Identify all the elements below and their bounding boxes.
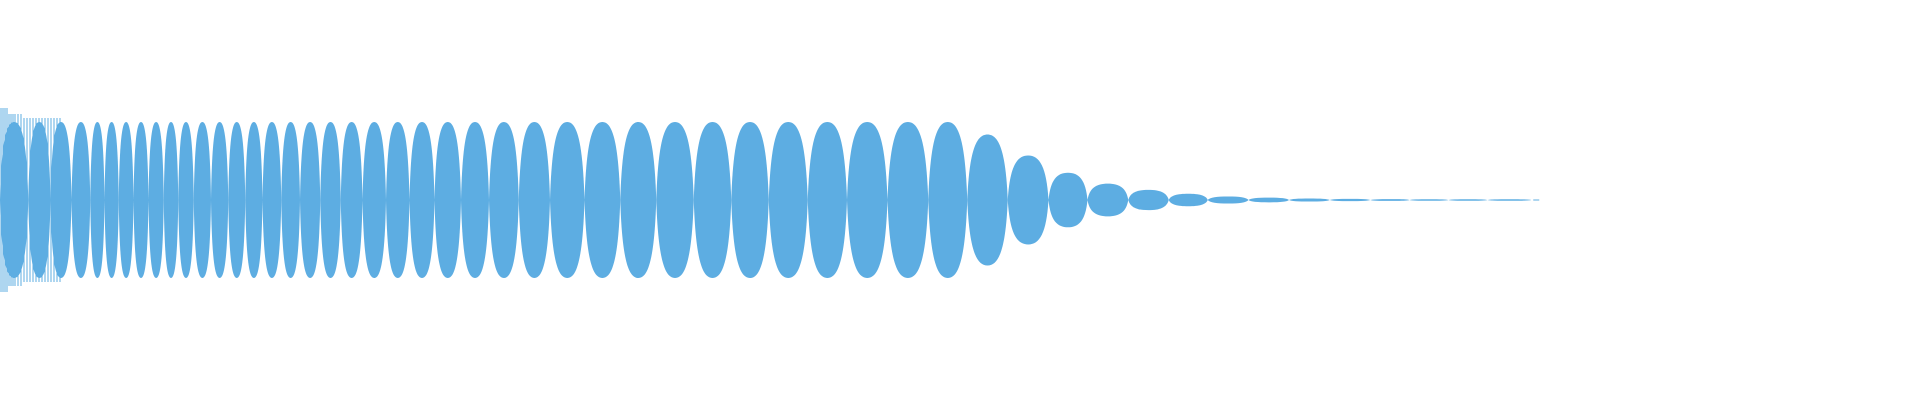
waveform-lobe-20 <box>362 122 386 278</box>
waveform-lobe-35 <box>847 122 888 278</box>
decay-lobe-0 <box>967 134 1008 266</box>
waveform-lobe-24 <box>461 122 489 278</box>
waveform-lobe-26 <box>518 122 550 278</box>
waveform-lobe-13 <box>228 122 246 278</box>
waveform-lobe-7 <box>133 122 149 278</box>
waveform-lobe-8 <box>148 122 164 278</box>
waveform-lobe-28 <box>584 122 621 278</box>
decay-lobe-11 <box>1409 199 1449 201</box>
waveform-lobe-18 <box>320 122 341 278</box>
waveform-lobe-14 <box>245 122 263 278</box>
waveform-lobe-36 <box>887 122 929 278</box>
decay-lobe-10 <box>1370 199 1410 201</box>
waveform-lobe-27 <box>550 122 585 278</box>
waveform-lobe-3 <box>71 122 91 278</box>
waveform-lobes <box>0 122 1532 278</box>
waveform-lobe-37 <box>928 122 968 278</box>
waveform-lobe-5 <box>104 122 119 278</box>
waveform-lobe-16 <box>281 122 300 278</box>
waveform-lobe-29 <box>620 122 657 278</box>
decay-lobe-6 <box>1207 196 1249 204</box>
waveform-lobe-6 <box>118 122 134 278</box>
decay-lobe-8 <box>1289 198 1330 202</box>
waveform-lobe-21 <box>386 122 410 278</box>
waveform-lobe-19 <box>340 122 363 278</box>
decay-lobe-4 <box>1128 189 1169 211</box>
waveform-lobe-22 <box>409 122 435 278</box>
waveform-lobe-2 <box>50 122 72 278</box>
decay-lobe-5 <box>1168 193 1208 207</box>
waveform-lobe-25 <box>489 122 519 278</box>
decay-lobe-7 <box>1248 197 1289 203</box>
waveform-lobe-30 <box>656 122 694 278</box>
decay-lobe-1 <box>1007 155 1049 245</box>
waveform-lobe-15 <box>262 122 282 278</box>
waveform-lobe-33 <box>768 122 808 278</box>
waveform-lobe-31 <box>693 122 732 278</box>
decay-lobe-2 <box>1048 172 1088 228</box>
decay-lobe-3 <box>1087 183 1129 217</box>
waveform-lobe-34 <box>807 122 847 278</box>
waveform-lobe-4 <box>90 122 105 278</box>
decay-lobe-9 <box>1329 198 1371 202</box>
waveform-lobe-17 <box>300 122 321 278</box>
decay-lobe-12 <box>1448 199 1488 201</box>
waveform-lobe-9 <box>163 122 179 278</box>
waveform-lobe-12 <box>211 122 229 278</box>
waveform-attack-spikes <box>0 108 1540 292</box>
waveform-lobe-23 <box>434 122 461 278</box>
waveform-lobe-11 <box>193 122 211 278</box>
waveform-lobe-32 <box>731 122 769 278</box>
waveform-lobe-10 <box>178 122 194 278</box>
